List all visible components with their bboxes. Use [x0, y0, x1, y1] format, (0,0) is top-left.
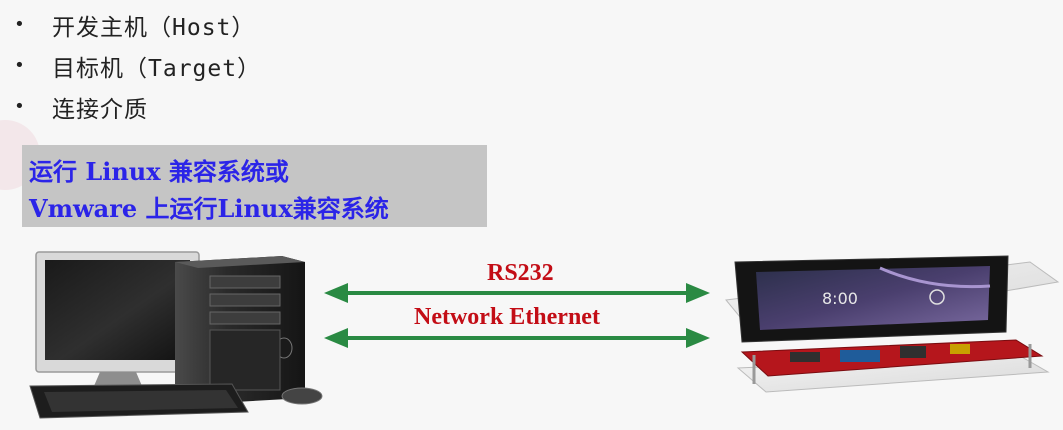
- rs232-label: RS232: [487, 260, 554, 286]
- target-board-image: 8:00: [725, 255, 1060, 393]
- host-os-note: 运行 Linux 兼容系统或 Vmware 上运行Linux兼容系统: [22, 145, 487, 227]
- bullet-marker: •: [14, 96, 26, 117]
- bullet-item-target: • 目标机（Target）: [14, 45, 261, 86]
- bullet-marker: •: [14, 55, 26, 76]
- bullet-text: 开发主机（Host）: [52, 14, 256, 41]
- network-ethernet-label: Network Ethernet: [414, 304, 600, 330]
- network-arrow: [324, 328, 710, 348]
- bullet-item-host: • 开发主机（Host）: [14, 4, 261, 45]
- host-pc-image: [29, 251, 323, 419]
- target-screen-clock: 8:00: [822, 289, 858, 308]
- bullet-item-medium: • 连接介质: [14, 86, 261, 127]
- host-os-note-line2: Vmware 上运行Linux兼容系统: [29, 194, 389, 223]
- bullet-list: • 开发主机（Host） • 目标机（Target） • 连接介质: [14, 4, 261, 127]
- bullet-marker: •: [14, 14, 26, 35]
- bullet-text: 连接介质: [52, 96, 148, 123]
- host-os-note-line1: 运行 Linux 兼容系统或: [29, 157, 289, 186]
- rs232-arrow: [324, 283, 710, 303]
- bullet-text: 目标机（Target）: [52, 55, 262, 82]
